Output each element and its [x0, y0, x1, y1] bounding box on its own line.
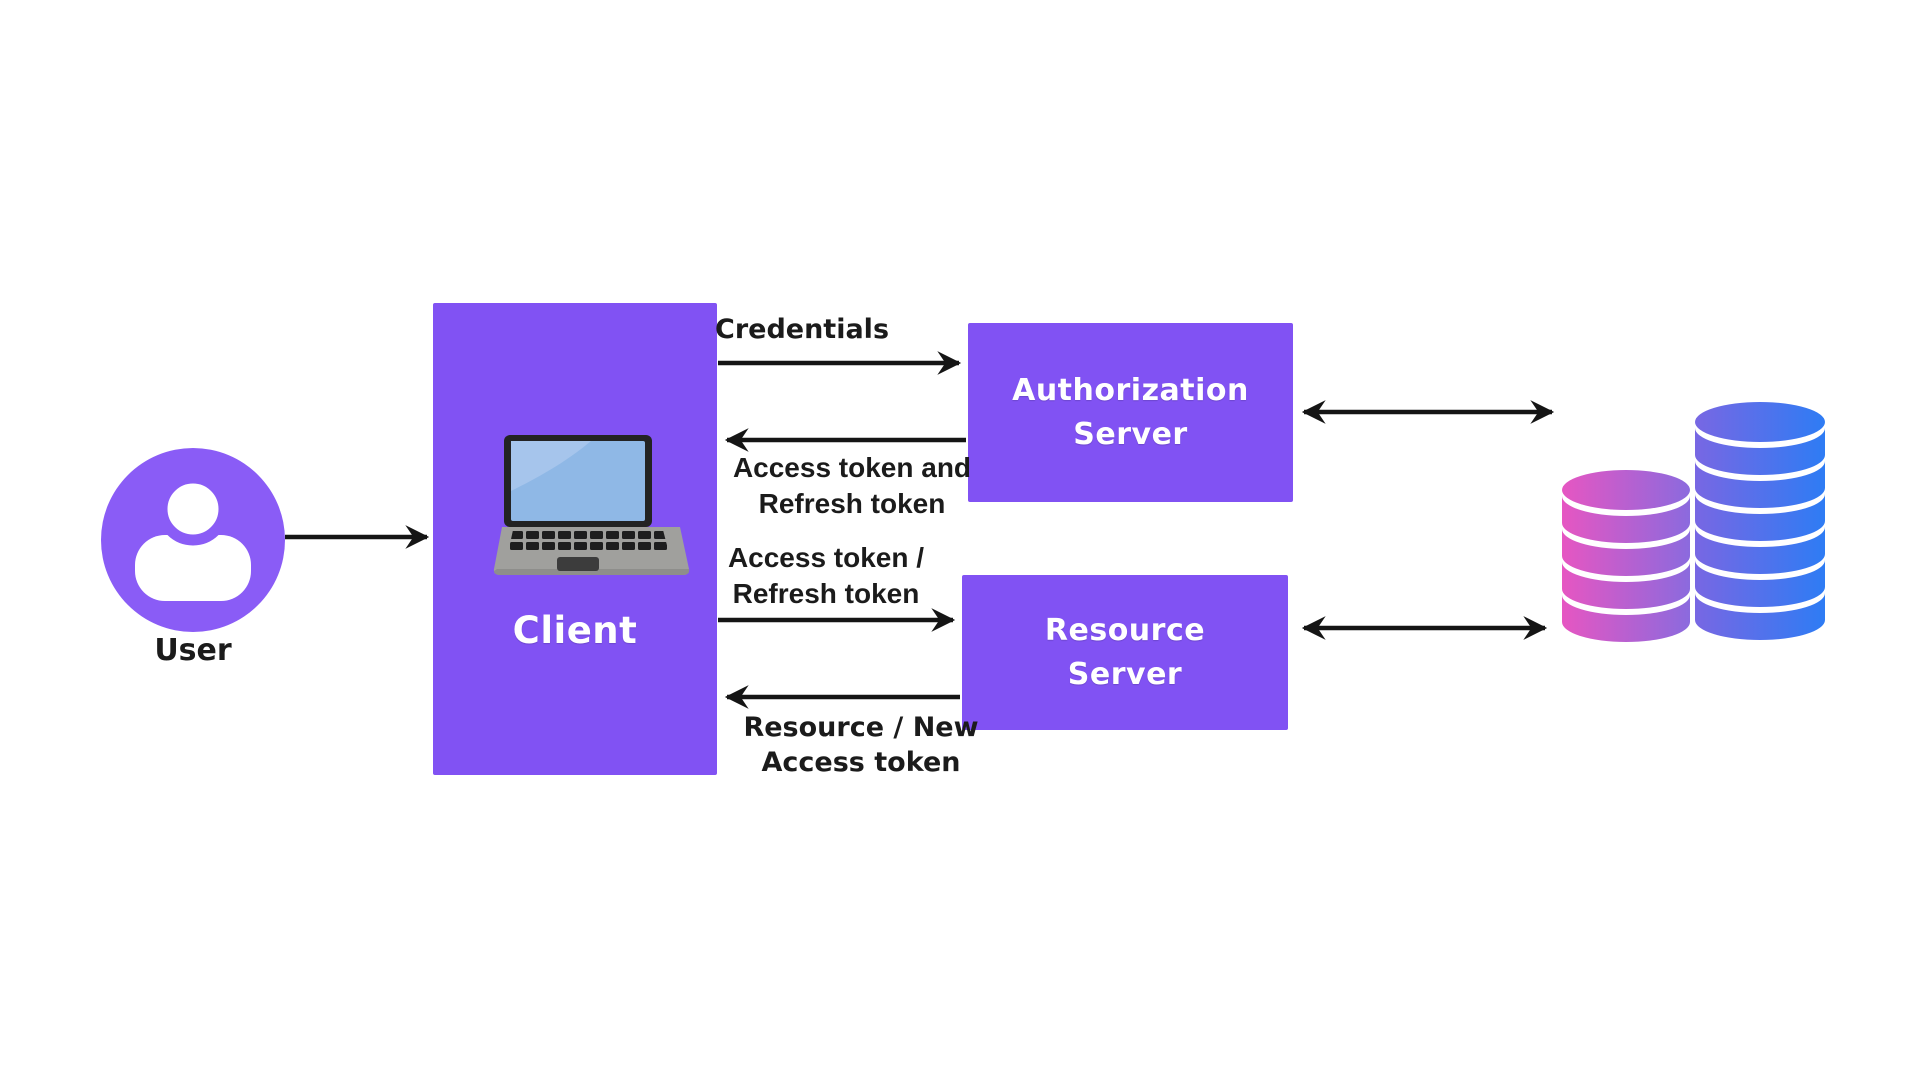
resource-server-label: Resource Server	[1045, 609, 1205, 697]
resource-server-label-line1: Resource	[1044, 612, 1206, 648]
resource-server-label-line2: Server	[1067, 656, 1183, 692]
edge-label-access-token-slash-refresh-token: Access token / Refresh token	[696, 540, 956, 612]
database-blue-icon	[1695, 402, 1825, 640]
laptop-icon	[493, 435, 690, 575]
edge-label-access-and-line2: Refresh token	[758, 488, 946, 519]
edge-label-access-slash-line1: Access token /	[727, 542, 925, 573]
authorization-server-label-line2: Server	[1073, 416, 1188, 452]
edge-label-access-token-and-refresh-token: Access token and Refresh token	[722, 450, 982, 522]
authorization-server-node: Authorization Server	[968, 323, 1293, 502]
user-label: User	[154, 633, 232, 668]
client-node: Client	[433, 303, 717, 775]
database-stacks-icon	[1562, 402, 1825, 642]
database-pink-icon	[1562, 470, 1690, 642]
authorization-server-label: Authorization Server	[1012, 369, 1249, 457]
resource-server-node: Resource Server	[962, 575, 1288, 730]
client-label: Client	[512, 609, 638, 652]
edge-label-resource-new-line2: Access token	[761, 747, 961, 778]
edge-label-access-slash-line2: Refresh token	[732, 578, 920, 609]
edge-label-resource-new-line1: Resource / New	[743, 712, 979, 743]
edge-label-access-and-line1: Access token and	[732, 452, 972, 483]
authorization-server-label-line1: Authorization	[1012, 372, 1249, 408]
user-node: User	[93, 440, 293, 668]
edge-label-credentials: Credentials	[715, 314, 890, 345]
edge-label-resource-new-access-token: Resource / New Access token	[731, 710, 991, 780]
user-icon	[101, 448, 285, 632]
